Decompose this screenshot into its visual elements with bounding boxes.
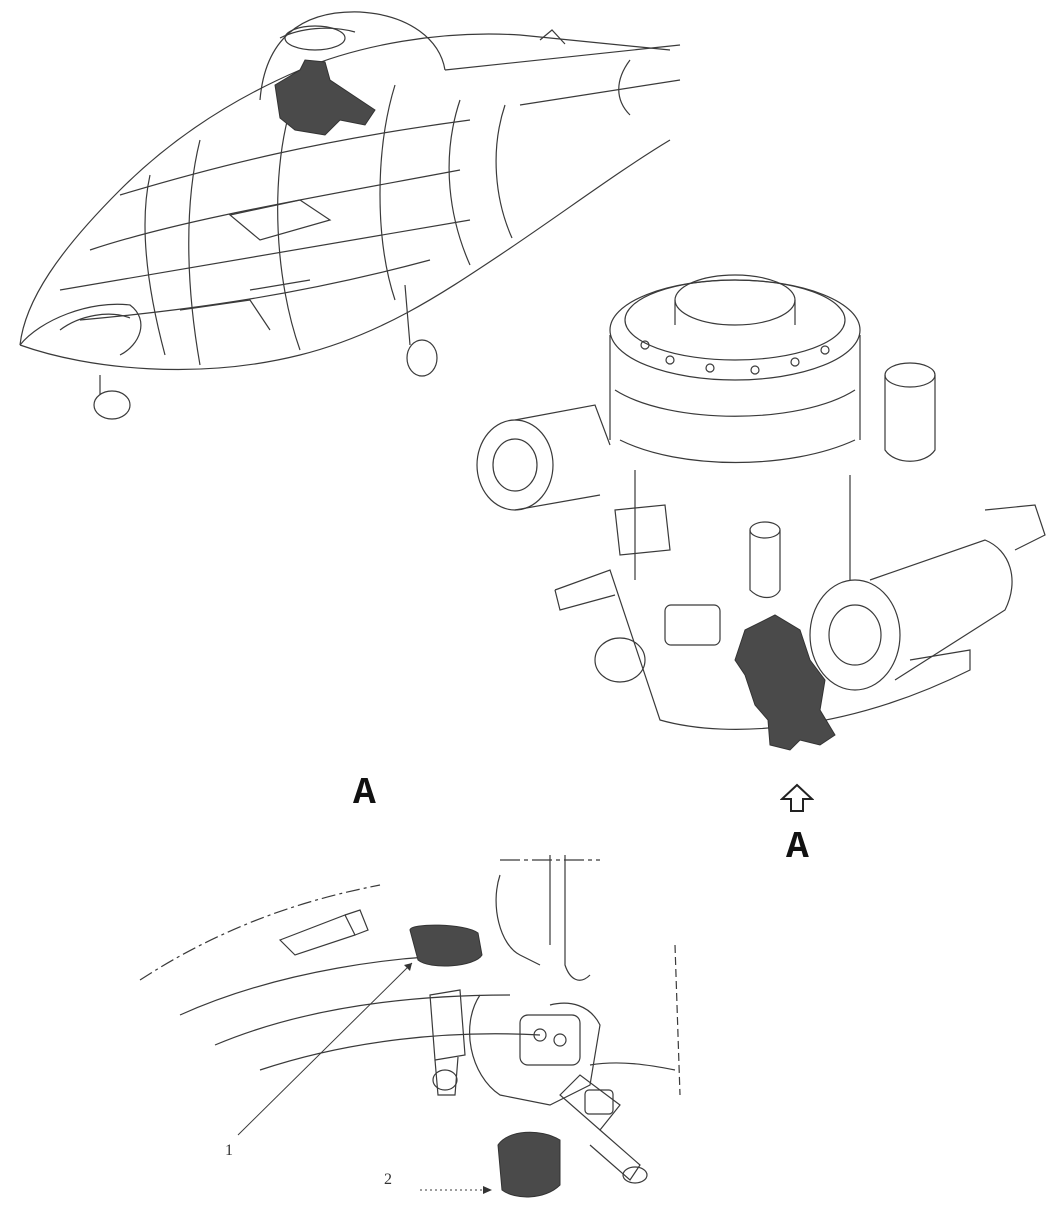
view-label-main: A xyxy=(353,772,376,815)
up-arrow-outline-icon xyxy=(780,783,814,812)
helicopter-overview-drawing xyxy=(19,11,681,420)
callout-2: 2 xyxy=(384,1171,392,1188)
callout-1: 1 xyxy=(225,1142,233,1159)
highlighted-part-1 xyxy=(409,924,483,967)
highlighted-component-overview xyxy=(274,59,376,136)
highlighted-component-gearbox xyxy=(734,614,836,751)
highlighted-part-2 xyxy=(497,1131,561,1198)
detail-view-a-drawing xyxy=(139,855,681,1198)
view-label-arrow: A xyxy=(786,826,809,869)
gearbox-assembly-drawing xyxy=(476,274,1046,751)
